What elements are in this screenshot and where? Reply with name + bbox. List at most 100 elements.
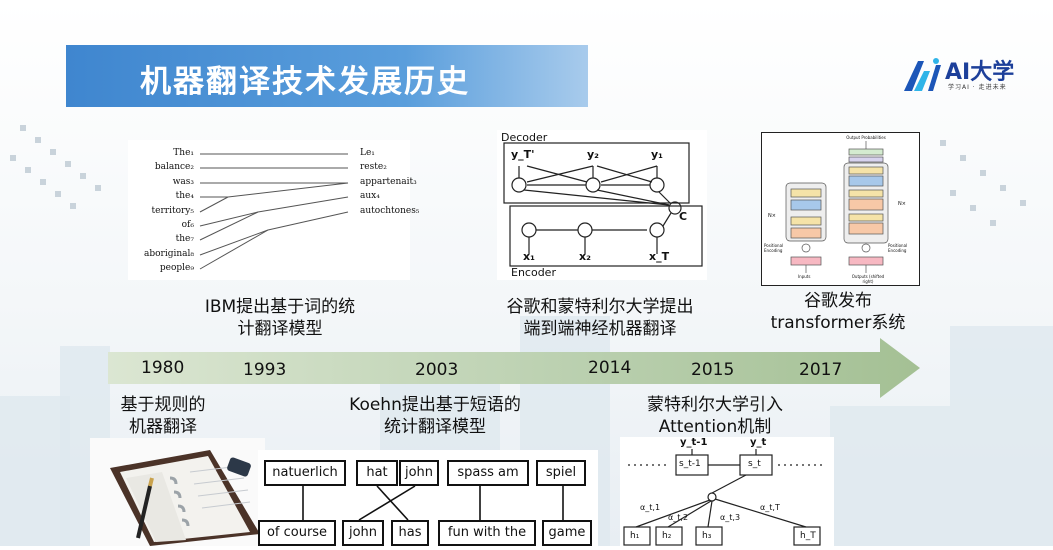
- event-1980-label: 基于规则的机器翻译: [108, 394, 218, 438]
- event-line: 谷歌发布: [804, 291, 872, 311]
- source-phrase: spiel: [536, 460, 586, 486]
- output-probabilities-label: Output Probabilities: [846, 135, 886, 140]
- notebook-image: [90, 438, 265, 546]
- attention-state: s_t-1: [679, 459, 701, 469]
- seq2seq-input: x₁: [523, 250, 535, 263]
- attention-hidden: h_T: [800, 531, 816, 541]
- transformer-svg: [785, 141, 889, 273]
- dot-pattern: [940, 140, 1026, 226]
- seq2seq-diagram: Decoder Encoder y_T' y₂ y₁ x₁ x₂ x_T C: [497, 130, 707, 280]
- attention-state: s_t: [748, 459, 761, 469]
- attention-svg: [623, 449, 826, 546]
- source-phrase: natuerlich: [264, 460, 346, 486]
- attention-weight: α_t,2: [668, 513, 689, 522]
- dot-pattern: [10, 125, 101, 209]
- seq2seq-output: y₁: [651, 148, 663, 161]
- notebook-svg: [110, 450, 260, 546]
- target-phrase: john: [342, 520, 384, 546]
- event-text: 基于规则的机器翻译: [108, 394, 218, 438]
- year-label: 2015: [691, 360, 735, 380]
- alignment-word: balance₂: [154, 162, 194, 173]
- attention-hidden: h₁: [630, 531, 640, 541]
- logo-name: AI大学: [945, 60, 1015, 85]
- alignment-word: autochtones₅: [360, 205, 420, 216]
- seq2seq-output: y₂: [587, 148, 599, 161]
- event-line: transformer系统: [770, 313, 906, 333]
- attention-diagram: y_t-1 y_t s_t-1 s_t α_t,1 α_t,2 α_t,3 α_…: [620, 437, 834, 546]
- encoder-label: Encoder: [511, 266, 556, 279]
- alignment-svg: [199, 153, 349, 270]
- seq2seq-svg: [503, 142, 703, 267]
- event-line: 机器翻译: [129, 417, 197, 437]
- phrase-alignment-diagram: natuerlich hat john spass am spiel of co…: [258, 450, 598, 546]
- year-label: 1993: [243, 360, 287, 380]
- positional-encoding-label: Positional Encoding: [888, 243, 908, 253]
- event-2003-label: Koehn提出基于短语的统计翻译模型: [330, 394, 540, 438]
- event-line: Koehn提出基于短语的: [349, 395, 521, 415]
- positional-encoding-label: Positional Encoding: [764, 243, 784, 253]
- alignment-source-words: The₁ balance₂ was₃ the₄ territory₅ of₆ the₇ abo…: [128, 146, 194, 276]
- attention-weight: α_t,1: [640, 503, 661, 512]
- bg-building: [0, 396, 70, 546]
- event-line: 蒙特利尔大学引入: [647, 395, 783, 415]
- alignment-word: aboriginal₈: [143, 248, 194, 259]
- target-phrase: fun with the: [438, 520, 536, 546]
- transformer-diagram: Output Probabilities Positional Encoding…: [761, 132, 920, 286]
- event-text: IBM提出基于词的统计翻译模型: [180, 296, 380, 340]
- timeline-arrow: [108, 338, 920, 398]
- target-phrase: has: [391, 520, 429, 546]
- year-label: 2017: [799, 360, 843, 380]
- alignment-word: the₇: [175, 234, 194, 245]
- title-banner: [66, 45, 588, 107]
- alignment-diagram: The₁ balance₂ was₃ the₄ territory₅ of₆ the₇ abo…: [128, 140, 419, 280]
- seq2seq-output: y_T': [511, 148, 535, 161]
- bg-building: [950, 326, 1053, 546]
- context-vector-label: C: [679, 210, 688, 223]
- alignment-word: of₆: [181, 220, 194, 231]
- event-line: Attention机制: [658, 417, 772, 437]
- page-title: 机器翻译技术发展历史: [140, 64, 470, 100]
- event-text: 谷歌和蒙特利尔大学提出端到端神经机器翻译: [480, 296, 720, 340]
- event-line: IBM提出基于词的统: [204, 297, 356, 317]
- logo-tagline: 学习AI · 走进未来: [948, 84, 1007, 91]
- alignment-word: Le₁: [360, 148, 375, 158]
- event-text: Koehn提出基于短语的统计翻译模型: [330, 394, 540, 438]
- seq2seq-input: x_T: [649, 250, 670, 263]
- alignment-word: appartenait₃: [360, 176, 417, 187]
- event-2014-label: 谷歌和蒙特利尔大学提出端到端神经机器翻译: [480, 296, 720, 340]
- attention-output: y_t-1: [680, 437, 708, 448]
- year-label: 2014: [588, 358, 632, 378]
- year-label: 1980: [141, 358, 185, 378]
- attention-output: y_t: [750, 437, 767, 448]
- alignment-word: The₁: [173, 148, 194, 158]
- alignment-word: people₉: [159, 263, 194, 274]
- event-1993-label: IBM提出基于词的统计翻译模型: [180, 296, 380, 340]
- source-phrase: john: [399, 460, 439, 486]
- source-phrase: hat: [356, 460, 398, 486]
- source-phrase: spass am: [447, 460, 529, 486]
- nx-label: N×: [898, 201, 906, 207]
- attention-weight: α_t,3: [720, 513, 741, 522]
- nx-label: N×: [768, 213, 776, 219]
- event-line: 谷歌和蒙特利尔大学提出: [506, 297, 694, 317]
- attention-weight: α_t,T: [760, 503, 780, 512]
- target-phrase: game: [542, 520, 592, 546]
- alignment-word: reste₂: [360, 162, 387, 173]
- alignment-word: the₄: [175, 191, 194, 202]
- event-line: 统计翻译模型: [384, 417, 486, 437]
- attention-hidden: h₃: [702, 531, 712, 541]
- ai-logo-icon: [904, 58, 941, 91]
- alignment-word: territory₅: [151, 205, 194, 216]
- outputs-label: Outputs (shifted right): [851, 274, 885, 284]
- attention-hidden: h₂: [662, 531, 672, 541]
- year-label: 2003: [415, 360, 459, 380]
- event-line: 端到端神经机器翻译: [523, 319, 677, 339]
- event-line: 基于规则的: [120, 395, 206, 415]
- event-line: 计翻译模型: [237, 319, 323, 339]
- decoder-label: Decoder: [501, 131, 548, 144]
- alignment-word: was₃: [172, 176, 194, 187]
